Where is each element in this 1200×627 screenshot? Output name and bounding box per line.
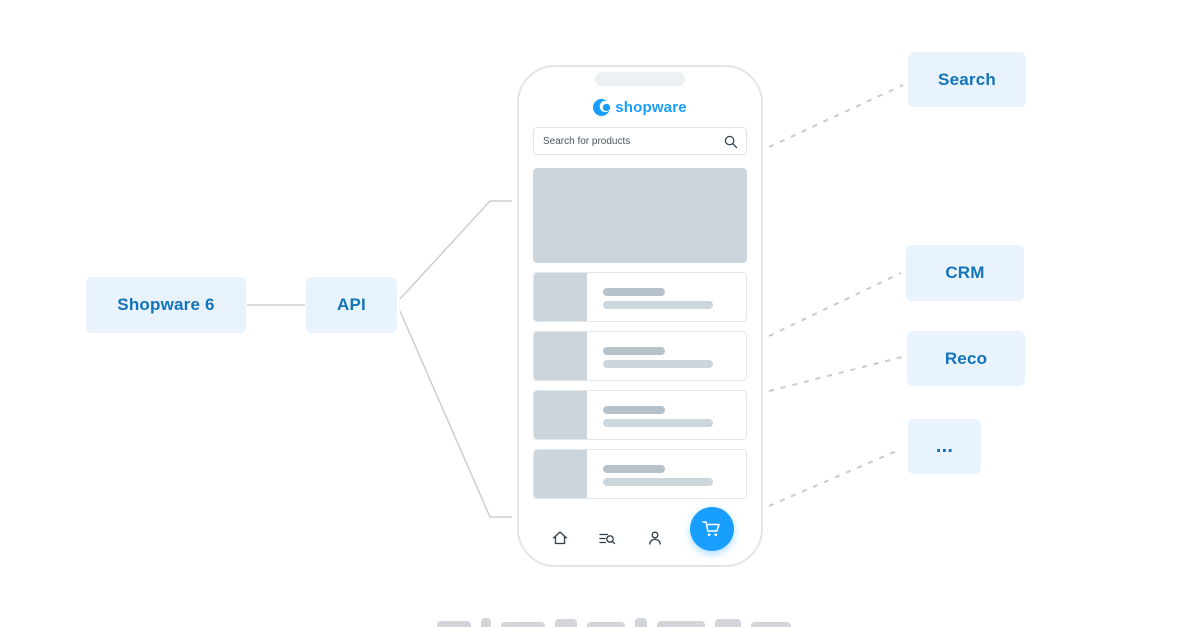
shopware-brand: shopware [519,97,761,117]
product-thumbnail-placeholder [534,332,587,380]
product-list-item [533,331,747,381]
product-list-item [533,390,747,440]
shopware-logo-icon [593,98,611,116]
product-list-item [533,449,747,499]
product-text-placeholder [603,419,713,427]
product-title-placeholder [603,347,665,355]
hero-banner-placeholder [533,168,747,263]
home-icon[interactable] [551,529,569,547]
node-more-services: ... [908,419,981,474]
product-thumbnail-placeholder [534,391,587,439]
search-input[interactable] [534,128,746,154]
search-icon[interactable] [724,135,738,149]
product-text-placeholder [603,360,713,368]
cart-button[interactable] [690,507,734,551]
product-title-placeholder [603,406,665,414]
phone-mockup: shopware [517,65,763,567]
product-title-placeholder [603,288,665,296]
product-search-bar[interactable] [533,127,747,155]
account-icon[interactable] [646,529,664,547]
shopware-wordmark: shopware [615,98,687,116]
category-search-icon[interactable] [598,529,616,547]
product-text-placeholder [603,478,713,486]
product-list-item [533,272,747,322]
bottom-cutoff-decoration [437,618,793,627]
node-api: API [306,277,397,333]
cart-icon [702,521,720,537]
product-text-placeholder [603,301,713,309]
node-search-service: Search [908,52,1026,107]
node-crm-service: CRM [906,245,1024,301]
product-thumbnail-placeholder [534,273,587,321]
node-shopware6: Shopware 6 [86,277,246,333]
node-reco-service: Reco [907,331,1025,386]
phone-notch [595,72,685,86]
product-title-placeholder [603,465,665,473]
product-thumbnail-placeholder [534,450,587,498]
